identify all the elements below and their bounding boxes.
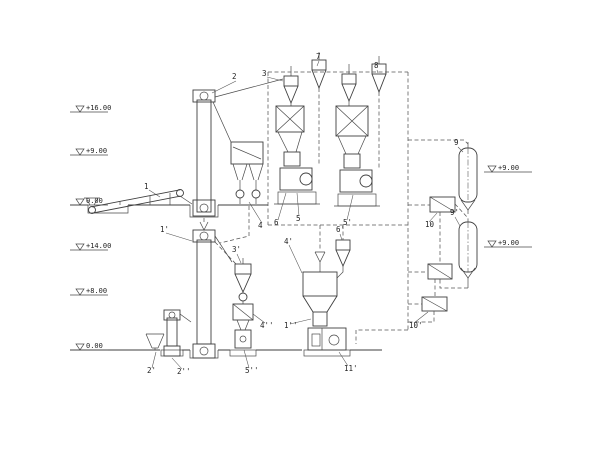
svg-text:5: 5 [296,214,301,223]
label-cooler-upper: 9 [454,138,464,153]
svg-text:1: 1 [144,182,149,191]
coolers [458,142,478,288]
svg-text:5': 5' [343,218,352,227]
label-feeder-lower: 1'' [284,318,312,330]
elevation-value: +8.00 [86,287,107,295]
svg-text:6: 6 [274,218,279,227]
svg-text:1': 1' [160,225,169,234]
svg-text:2': 2' [147,366,156,375]
label-fan-lower-right: 10' [409,311,429,330]
svg-text:2: 2 [232,72,237,81]
label-bucket-elevator-lower: 1' [160,225,193,242]
label-cyclone-recycle: 6' [336,225,345,241]
svg-text:8: 8 [374,61,379,70]
label-sieve-discharge: 4 [248,201,263,230]
label-fan-right: 10 [425,212,438,229]
svg-text:6': 6' [336,225,345,234]
label-belt-conveyor: 1 [144,182,161,198]
label-mill-right: 5' [343,194,354,227]
elevation-marker: +8.00 [70,287,108,296]
svg-text:11': 11' [344,364,358,373]
pellet-mill [307,327,347,351]
small-elevator [145,309,192,357]
svg-text:9: 9 [454,138,459,147]
elevation-value: +9.00 [86,147,107,155]
elevation-value: 0.00 [86,197,103,205]
elevation-value: 0.00 [86,342,103,350]
label-elevator-small: 2'' [171,357,191,376]
elevation-marker: +14.00 [70,242,111,251]
svg-text:3': 3' [232,245,241,254]
pneumatic-ducts [214,71,469,344]
label-intake-lower: 2' [147,351,157,375]
mill-right [337,135,377,207]
bucket-elevator-lower [192,218,233,359]
svg-text:1'': 1'' [284,321,298,330]
label-crumbler: 5'' [243,349,259,375]
cyclone-group [283,52,387,106]
belt-conveyor [84,189,193,214]
svg-text:10': 10' [409,321,423,330]
svg-text:9': 9' [450,208,459,217]
label-cyclone-1: 3 [262,69,284,82]
svg-text:3: 3 [262,69,267,78]
elevation-value: +9.00 [498,164,519,172]
elevation-markers-left: +16.00 +9.00 0.00 +14.00 +8.00 0.00 [70,104,111,351]
sieve-machine [230,141,264,204]
mill-left [277,131,317,205]
equipment-labels: 1 2 3 7 8 4 6 5 [144,52,464,376]
elevation-marker: +9.00 [484,164,532,173]
bin [275,105,305,133]
label-surge-bin: 4' [284,237,303,274]
svg-text:4: 4 [258,221,263,230]
elevation-markers-right: +9.00 +9.00 [484,164,532,248]
elevation-value: +9.00 [498,239,519,247]
fan [427,263,453,280]
cooler [458,221,478,288]
label-cooler-lower: 9' [450,208,461,227]
storage-bins [275,105,369,137]
svg-text:7: 7 [316,52,321,61]
label-bucket-elevator-upper: 2 [211,72,237,94]
svg-text:4'': 4'' [260,321,274,330]
svg-text:2'': 2'' [177,367,191,376]
label-cyclone-lower: 3' [232,245,242,264]
elevation-marker: +16.00 [70,104,111,113]
elevation-marker: +9.00 [484,239,532,248]
surge-bin-line [302,251,338,327]
cyclone-lower-chain [232,258,254,349]
elevation-value: +16.00 [86,104,111,112]
label-cyclone-2: 7 [316,52,321,67]
label-mill-left: 5 [296,192,301,223]
elevation-value: +14.00 [86,242,111,250]
cooler [458,142,478,214]
label-pellet-mill: 11' [338,351,358,373]
label-magnet-left: 6 [274,192,287,227]
elevation-marker: 0.00 [70,342,108,351]
cyclone [283,66,299,106]
fan [421,296,448,312]
svg-text:4': 4' [284,237,293,246]
label-airlock-lower: 4'' [252,313,274,330]
svg-text:5'': 5'' [245,366,259,375]
cyclone-recycle [335,239,351,279]
bin [335,105,369,137]
bucket-elevator-upper [192,78,284,217]
elevation-marker: +9.00 [70,147,108,156]
cyclone [341,64,357,106]
label-fan-top: 8 [374,61,379,74]
svg-text:10: 10 [425,220,435,229]
